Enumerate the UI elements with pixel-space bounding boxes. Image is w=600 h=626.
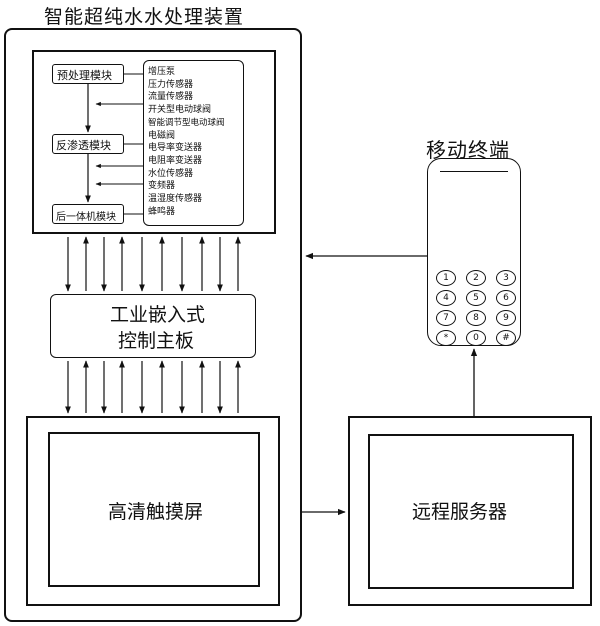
device-title: 智能超纯水水处理装置 — [44, 6, 245, 28]
keypad-key: 1 — [436, 270, 456, 286]
keypad-key: # — [496, 330, 516, 346]
server-display — [368, 434, 574, 589]
controller-label-line1: 工业嵌入式 — [110, 304, 206, 326]
component-item: 电磁阀 — [148, 130, 176, 141]
keypad-key: 0 — [466, 330, 486, 346]
touchscreen-display — [48, 432, 260, 587]
keypad-key: 4 — [436, 290, 456, 306]
keypad-key: 8 — [466, 310, 486, 326]
component-item: 变频器 — [148, 181, 176, 192]
controller-board — [50, 294, 256, 358]
component-item: 智能调节型电动球阀 — [148, 117, 225, 128]
server-label: 远程服务器 — [412, 501, 508, 523]
keypad-key: 9 — [496, 310, 516, 326]
component-item: 压力传感器 — [148, 79, 194, 90]
keypad-key: 3 — [496, 270, 516, 286]
mobile-keypad: 1 2 3 4 5 6 7 8 9 * 0 # — [436, 270, 516, 346]
component-item: 水位传感器 — [148, 168, 194, 179]
mobile-earpiece — [440, 171, 508, 172]
component-item: 流量传感器 — [148, 92, 194, 103]
reverse-osmosis-module: 反渗透模块 — [52, 134, 124, 154]
components-box — [143, 60, 244, 226]
component-item: 增压泵 — [148, 67, 176, 77]
component-item: 开关型电动球阀 — [148, 105, 212, 116]
component-item: 温湿度传感器 — [148, 194, 203, 205]
component-item: 蜂鸣器 — [148, 206, 176, 217]
keypad-key: * — [436, 330, 456, 346]
components-list: 增压泵 压力传感器 流量传感器 开关型电动球阀 智能调节型电动球阀 电磁阀 电导… — [148, 66, 246, 218]
pretreatment-module: 预处理模块 — [52, 64, 124, 84]
component-item: 电导率变送器 — [148, 143, 203, 154]
component-item: 电阻率变送器 — [148, 155, 203, 166]
keypad-key: 6 — [496, 290, 516, 306]
keypad-key: 2 — [466, 270, 486, 286]
keypad-key: 5 — [466, 290, 486, 306]
keypad-key: 7 — [436, 310, 456, 326]
touchscreen-label: 高清触摸屏 — [108, 501, 204, 523]
post-treatment-module: 后一体机模块 — [52, 204, 124, 224]
controller-label-line2: 控制主板 — [118, 330, 195, 352]
